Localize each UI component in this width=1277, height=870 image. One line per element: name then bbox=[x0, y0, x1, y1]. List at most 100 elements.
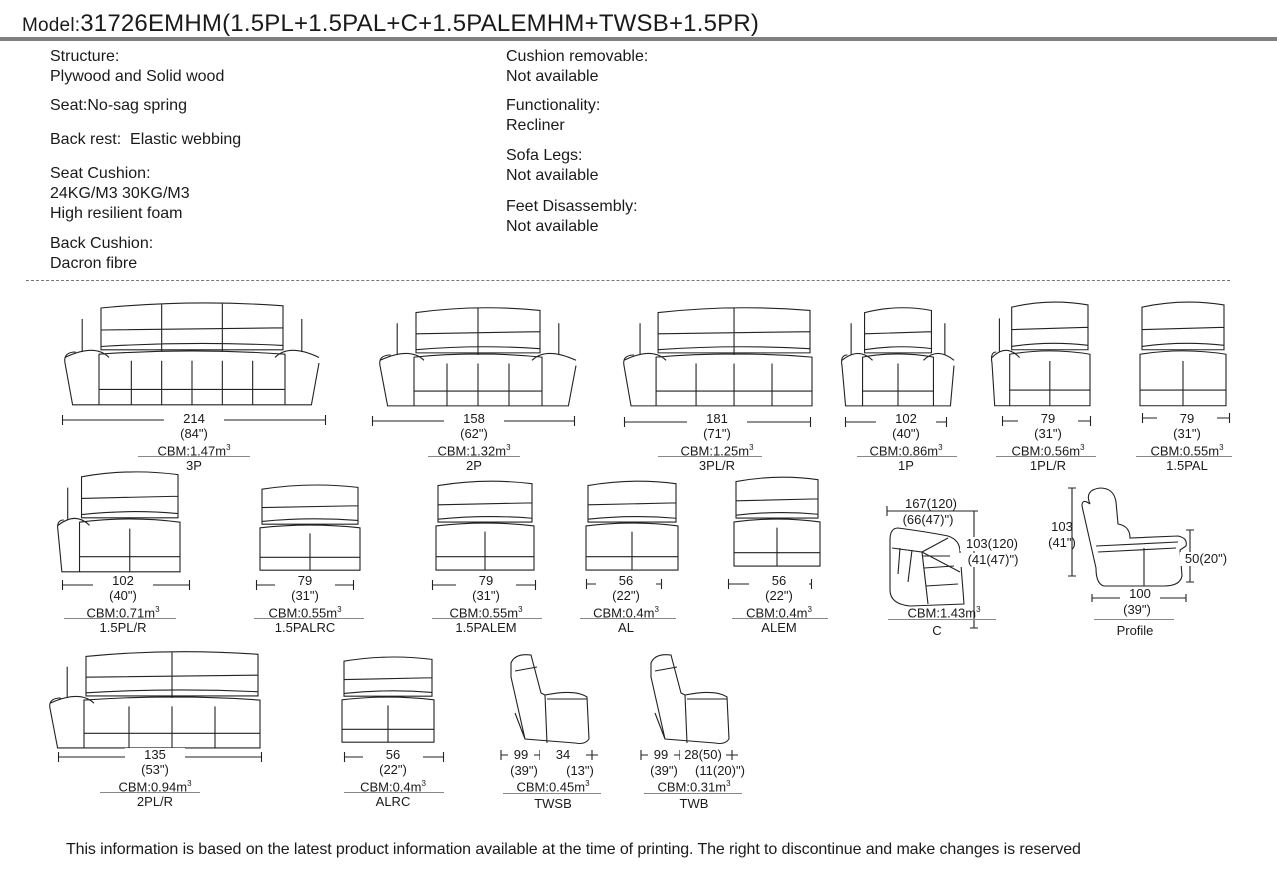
cbm-value: CBM:0.4m3 bbox=[566, 603, 686, 620]
cbm-value: CBM:0.31m3 bbox=[634, 777, 754, 794]
spec-back-cushion: Back Cushion:Dacron fibre bbox=[50, 234, 153, 274]
product-code: 1P bbox=[898, 458, 914, 473]
width-inch: (31") bbox=[1173, 426, 1201, 441]
spec-structure: Structure: Plywood and Solid wood bbox=[50, 47, 224, 87]
width1-cm: 99 bbox=[648, 748, 674, 762]
cube-superscript: 3 bbox=[585, 779, 590, 788]
name-underline bbox=[428, 456, 520, 457]
cbm-text: CBM:0.55m bbox=[449, 605, 519, 621]
cube-superscript: 3 bbox=[337, 605, 342, 614]
name-underline bbox=[432, 618, 542, 619]
width-inch: (31") bbox=[291, 588, 319, 603]
product-code: ALEM bbox=[761, 620, 797, 635]
sofa-outline bbox=[623, 307, 813, 407]
cbm-text: CBM:0.56m bbox=[1011, 443, 1081, 459]
width-inch: (40") bbox=[892, 426, 920, 441]
height-cm: 103 bbox=[1051, 519, 1073, 534]
product-code: 1.5PALEM bbox=[455, 620, 517, 635]
product-code: 1.5PALRC bbox=[274, 620, 336, 635]
width1-cm: 99 bbox=[508, 748, 534, 762]
cbm-text: CBM:0.4m bbox=[746, 605, 808, 621]
sofa-outline bbox=[49, 651, 261, 749]
cbm-value: CBM:0.4m3 bbox=[333, 777, 453, 794]
product-code: C bbox=[932, 623, 942, 638]
sofa-drawing bbox=[585, 480, 679, 571]
cbm-text: CBM:0.86m bbox=[869, 443, 939, 459]
name-underline bbox=[658, 456, 762, 457]
console-outline bbox=[510, 654, 590, 745]
name-underline bbox=[344, 792, 444, 793]
cbm-value: CBM:1.47m3 bbox=[134, 441, 254, 458]
cube-superscript: 3 bbox=[807, 605, 812, 614]
name-underline bbox=[64, 618, 176, 619]
model-label: Model: bbox=[22, 15, 81, 36]
header-divider bbox=[0, 37, 1277, 41]
width2-cm: 28(50) bbox=[680, 748, 726, 762]
corner-drawing bbox=[889, 527, 965, 607]
width-cm: 102 bbox=[93, 574, 153, 588]
cbm-value: CBM:0.4m3 bbox=[719, 603, 839, 620]
spec-functionality: Functionality:Recliner bbox=[506, 96, 600, 136]
console-drawing bbox=[650, 654, 730, 745]
width2-inch: (13") bbox=[566, 763, 594, 778]
spec-value: High resilient foam bbox=[50, 205, 183, 222]
cube-superscript: 3 bbox=[976, 605, 981, 614]
sofa-outline bbox=[341, 656, 435, 743]
section-divider bbox=[26, 280, 1230, 281]
width-cm: 79 bbox=[275, 574, 335, 588]
width-cm: 56 bbox=[363, 748, 423, 762]
cube-superscript: 3 bbox=[654, 605, 659, 614]
spec-value: Not available bbox=[506, 68, 599, 85]
width-inch: (22") bbox=[612, 588, 640, 603]
spec-value: Plywood and Solid wood bbox=[50, 68, 225, 85]
spec-value: Not available bbox=[506, 167, 599, 184]
sofa-outline bbox=[259, 484, 361, 571]
corner-outline bbox=[889, 527, 965, 607]
product-code: 3PL/R bbox=[698, 458, 736, 473]
depth-inch: (41(47)") bbox=[958, 553, 1028, 567]
cbm-text: CBM:1.47m bbox=[157, 443, 227, 459]
width-inch: (40") bbox=[109, 588, 137, 603]
spec-value: Dacron fibre bbox=[50, 255, 138, 272]
sofa-outline bbox=[990, 301, 1091, 407]
cube-superscript: 3 bbox=[749, 443, 754, 452]
spec-value: 24KG/M3 30KG/M3 bbox=[50, 185, 190, 202]
width-cm: 135 bbox=[125, 748, 185, 762]
cbm-value: CBM:0.94m3 bbox=[95, 777, 215, 794]
product-code: 2P bbox=[466, 458, 482, 473]
width-cm: 56 bbox=[749, 574, 809, 588]
cbm-text: CBM:1.32m bbox=[437, 443, 507, 459]
cbm-text: CBM:0.55m bbox=[268, 605, 338, 621]
width-inch: (31") bbox=[1034, 426, 1062, 441]
width1-inch: (39") bbox=[650, 763, 678, 778]
cube-superscript: 3 bbox=[938, 443, 943, 452]
name-underline bbox=[857, 456, 957, 457]
width-cm: 79 bbox=[1018, 412, 1078, 426]
cbm-value: CBM:0.56m3 bbox=[988, 441, 1108, 458]
spec-label: Structure: bbox=[50, 48, 120, 65]
model-value: 31726EMHM(1.5PL+1.5PAL+C+1.5PALEMHM+TWSB… bbox=[80, 10, 760, 37]
spec-label: Feet Disassembly: bbox=[506, 198, 638, 215]
cbm-value: CBM:1.25m3 bbox=[657, 441, 777, 458]
model-title: Model:31726EMHM(1.5PL+1.5PAL+C+1.5PALEMH… bbox=[22, 10, 759, 38]
cbm-text: CBM:0.55m bbox=[1150, 443, 1220, 459]
cbm-value: CBM:0.55m3 bbox=[1127, 441, 1247, 458]
cbm-text: CBM:1.43m bbox=[907, 605, 977, 621]
sofa-drawing bbox=[57, 471, 181, 573]
spec-value: Recliner bbox=[506, 117, 565, 134]
sofa-drawing bbox=[435, 480, 535, 571]
cbm-text: CBM:0.4m bbox=[593, 605, 655, 621]
name-underline bbox=[100, 792, 200, 793]
sofa-drawing bbox=[64, 302, 320, 406]
name-underline bbox=[888, 619, 996, 620]
cbm-value: CBM:1.32m3 bbox=[414, 441, 534, 458]
product-code: ALRC bbox=[375, 794, 411, 809]
product-code: 1PL/R bbox=[1029, 458, 1067, 473]
cube-superscript: 3 bbox=[187, 779, 192, 788]
cbm-value: CBM:0.55m3 bbox=[245, 603, 365, 620]
cbm-text: CBM:0.71m bbox=[86, 605, 156, 621]
width-inch: (31") bbox=[472, 588, 500, 603]
cbm-text: CBM:0.4m bbox=[360, 779, 422, 795]
product-code: Profile bbox=[1116, 623, 1154, 638]
spec-back-rest: Back rest: Elastic webbing bbox=[50, 130, 241, 150]
